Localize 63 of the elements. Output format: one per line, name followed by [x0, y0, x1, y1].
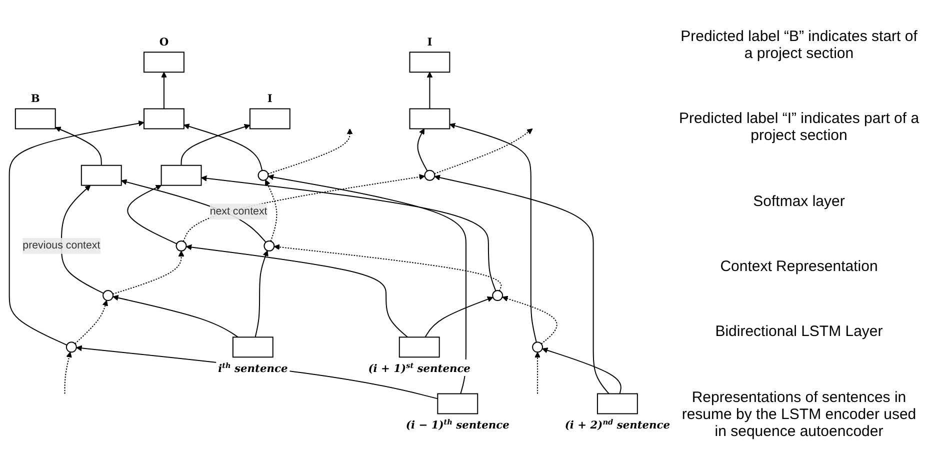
arrow [268, 174, 466, 395]
sentence-caption: (i + 1)$^{st}$ sentence [368, 360, 470, 376]
node-box [398, 337, 440, 358]
node-box [80, 165, 122, 186]
arrow [274, 244, 502, 292]
arrow [265, 180, 278, 242]
arrow [200, 176, 496, 292]
arrow [127, 185, 178, 245]
predicted-label: B [30, 92, 40, 106]
node-box [232, 337, 274, 358]
arrow [502, 296, 558, 345]
node-box [409, 108, 450, 130]
arrow [417, 128, 428, 172]
node-circle [492, 290, 504, 302]
arrow [426, 72, 433, 110]
arrow [184, 124, 263, 172]
node-box [596, 394, 638, 415]
note-text: Softmax layer [752, 192, 846, 212]
sentence-caption: i$^{th}$ sentence [218, 360, 288, 376]
note-text: Predicted label “B” indicates start of a project section [680, 27, 918, 64]
sentence-caption: (i − 1)$^{th}$ sentence [406, 417, 510, 432]
arrow [112, 251, 184, 295]
node-circle [176, 240, 187, 252]
predicted-label: I [267, 92, 272, 106]
node-circle [102, 290, 114, 302]
edge-label: next context [210, 206, 268, 218]
node-circle [264, 240, 275, 252]
node-circle [532, 342, 544, 354]
arrow [534, 352, 540, 395]
arrow [186, 244, 408, 338]
arrow [434, 175, 610, 395]
node-box [144, 108, 184, 130]
arrow [161, 72, 167, 110]
edge-label: previous context [22, 240, 100, 252]
arrow [8, 120, 144, 346]
node-box [144, 52, 184, 74]
arrow [180, 124, 250, 166]
note-text: Context Representation [719, 257, 879, 278]
predicted-label: I [427, 36, 432, 49]
arrow [64, 352, 72, 395]
arrow [424, 296, 494, 338]
node-circle [258, 170, 269, 182]
arrow [268, 128, 353, 175]
node-box [437, 394, 478, 415]
node-box [409, 52, 450, 74]
sentence-caption: (i + 2)$^{nd}$ sentence [564, 417, 670, 432]
arrow [112, 295, 239, 338]
arrow [449, 123, 537, 344]
arrow [74, 300, 108, 345]
arrow [254, 250, 268, 338]
arrow [60, 185, 104, 294]
node-circle [424, 170, 436, 182]
arrow [434, 128, 533, 175]
arrow [542, 348, 622, 395]
note-text: Representations of sentences in resume by the LSTM encoder used in sequence autoencoder [680, 388, 918, 442]
predicted-label: O [159, 36, 169, 49]
node-box [249, 108, 290, 130]
note-text: Predicted label “I” indicates part of a project section [678, 109, 920, 146]
node-box [160, 165, 202, 186]
arrow [55, 127, 102, 166]
node-circle [66, 342, 77, 354]
note-text: Bidirectional LSTM Layer [714, 322, 884, 342]
node-box [14, 108, 56, 130]
